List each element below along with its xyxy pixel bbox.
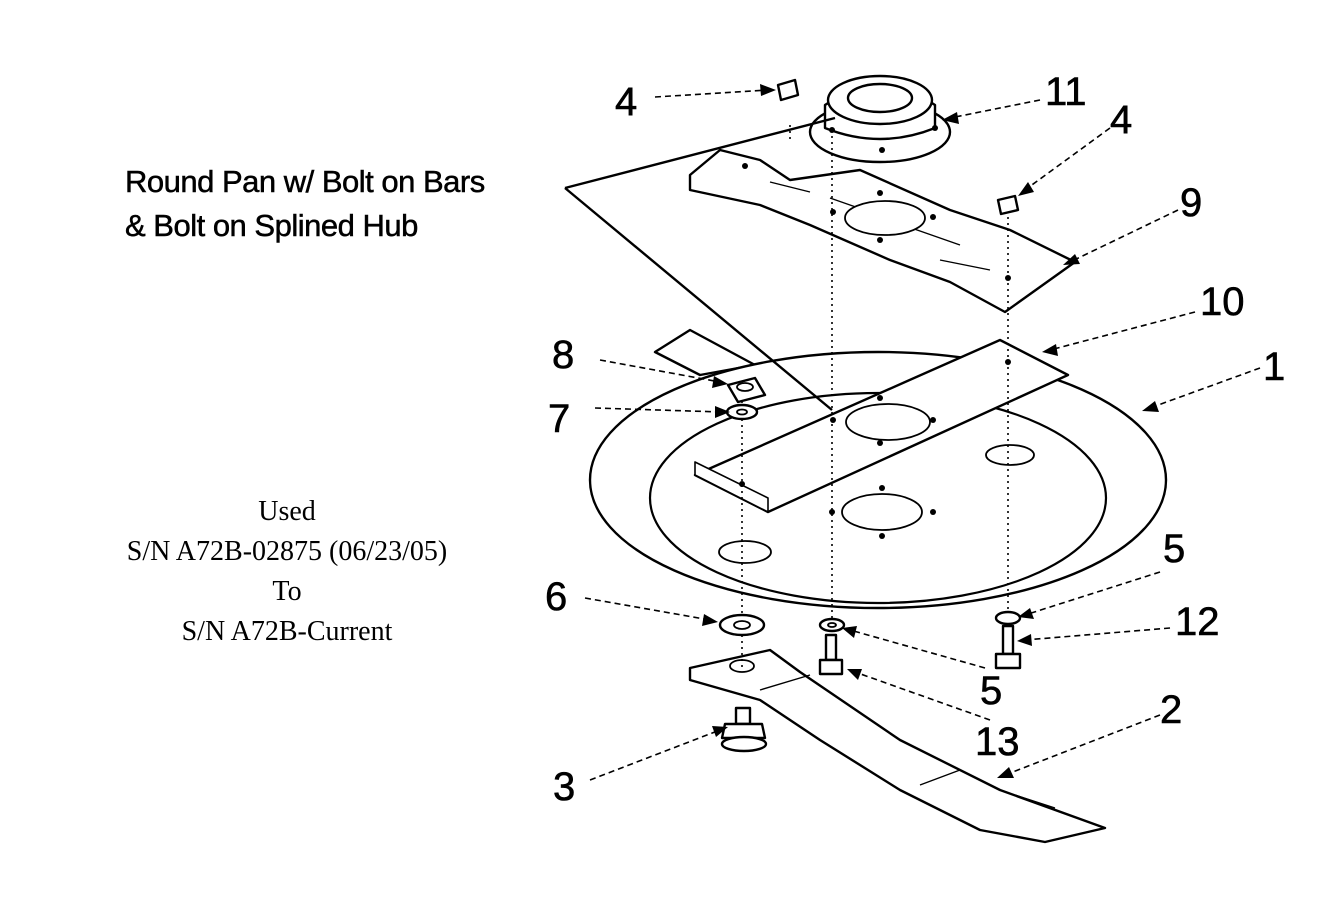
callout-5-lower: 5: [980, 669, 1002, 713]
callout-12: 12: [1175, 600, 1220, 644]
nut-4-right: [996, 194, 1020, 216]
washer-7: [725, 403, 759, 421]
callout-8: 8: [552, 333, 574, 377]
serial-start: S/N A72B-02875 (06/23/05): [127, 536, 447, 567]
bolt-13: [818, 633, 844, 676]
splined-hub: [808, 74, 952, 164]
washer-6: [718, 613, 766, 637]
washer-5-right: [994, 610, 1022, 626]
serial-to-label: To: [272, 576, 301, 607]
nut-3: [720, 706, 768, 753]
callout-3: 3: [553, 765, 575, 809]
callout-2: 2: [1160, 688, 1182, 732]
callout-4-right: 4: [1110, 98, 1132, 142]
serial-used-label: Used: [258, 496, 316, 527]
callout-1: 1: [1263, 345, 1285, 389]
diagram-title-line2: & Bolt on Splined Hub: [125, 208, 418, 243]
bolt-12: [994, 624, 1022, 670]
washer-5-center: [818, 617, 846, 633]
callout-5-right: 5: [1163, 527, 1185, 571]
nut-4-left: [776, 78, 800, 102]
round-pan: [588, 350, 1168, 610]
diagram-title-line1: Round Pan w/ Bolt on Bars: [125, 164, 485, 199]
callout-4-left: 4: [615, 80, 637, 124]
callout-13: 13: [975, 720, 1020, 764]
serial-end: S/N A72B-Current: [182, 616, 393, 647]
callout-10: 10: [1200, 280, 1245, 324]
callout-6: 6: [545, 575, 567, 619]
callout-7: 7: [548, 397, 570, 441]
callout-9: 9: [1180, 181, 1202, 225]
nut-8: [726, 376, 767, 404]
upper-bar: [688, 148, 1077, 314]
callout-11: 11: [1045, 70, 1087, 114]
